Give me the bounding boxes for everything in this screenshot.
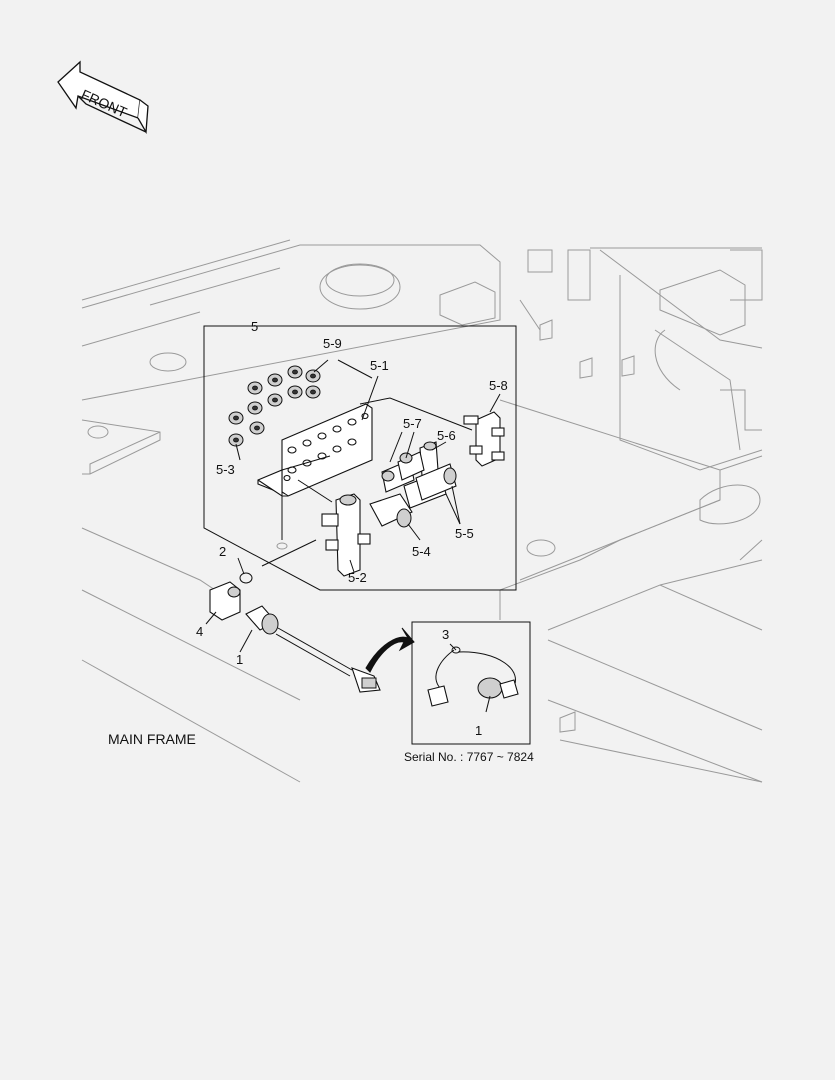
fitting-5-4 — [369, 493, 413, 528]
callout-5-7: 5-7 — [403, 416, 422, 431]
fitting-5-8 — [463, 411, 505, 467]
callout-5: 5 — [251, 319, 258, 334]
callout-4: 4 — [196, 624, 203, 639]
callout-5-5: 5-5 — [455, 526, 474, 541]
callout-5-6: 5-6 — [437, 428, 456, 443]
callout-3-inset: 3 — [442, 627, 449, 642]
main-frame-caption: MAIN FRAME — [108, 731, 196, 747]
leader-lines — [205, 359, 501, 653]
callout-2: 2 — [219, 544, 226, 559]
bracket-plate — [257, 403, 373, 497]
tee-fitting-5-2 — [321, 493, 371, 577]
nut-group — [228, 365, 321, 447]
callout-5-8: 5-8 — [489, 378, 508, 393]
callout-5-3: 5-3 — [216, 462, 235, 477]
inset-sensor-harness — [427, 643, 519, 713]
sensor-1 — [245, 605, 381, 693]
callout-5-2: 5-2 — [348, 570, 367, 585]
serial-number-note: Serial No. : 7767 ~ 7824 — [404, 750, 534, 764]
callout-5-4: 5-4 — [412, 544, 431, 559]
callout-labels: 5 5-9 5-1 5-8 5-7 5-6 5-3 5-5 5-4 5-2 2 … — [196, 319, 508, 738]
main-frame-structure — [81, 239, 763, 783]
callout-5-1: 5-1 — [370, 358, 389, 373]
curved-arrow-icon — [365, 627, 415, 673]
bolt-head — [276, 542, 288, 550]
fitting-5-6 — [419, 441, 439, 477]
inset-box — [411, 621, 531, 745]
group-5-outline — [203, 325, 517, 591]
o-ring-2 — [239, 572, 253, 584]
callout-1: 1 — [236, 652, 243, 667]
callout-1-inset: 1 — [475, 723, 482, 738]
callout-5-9: 5-9 — [323, 336, 342, 351]
sensor-adapter-4 — [209, 581, 241, 621]
